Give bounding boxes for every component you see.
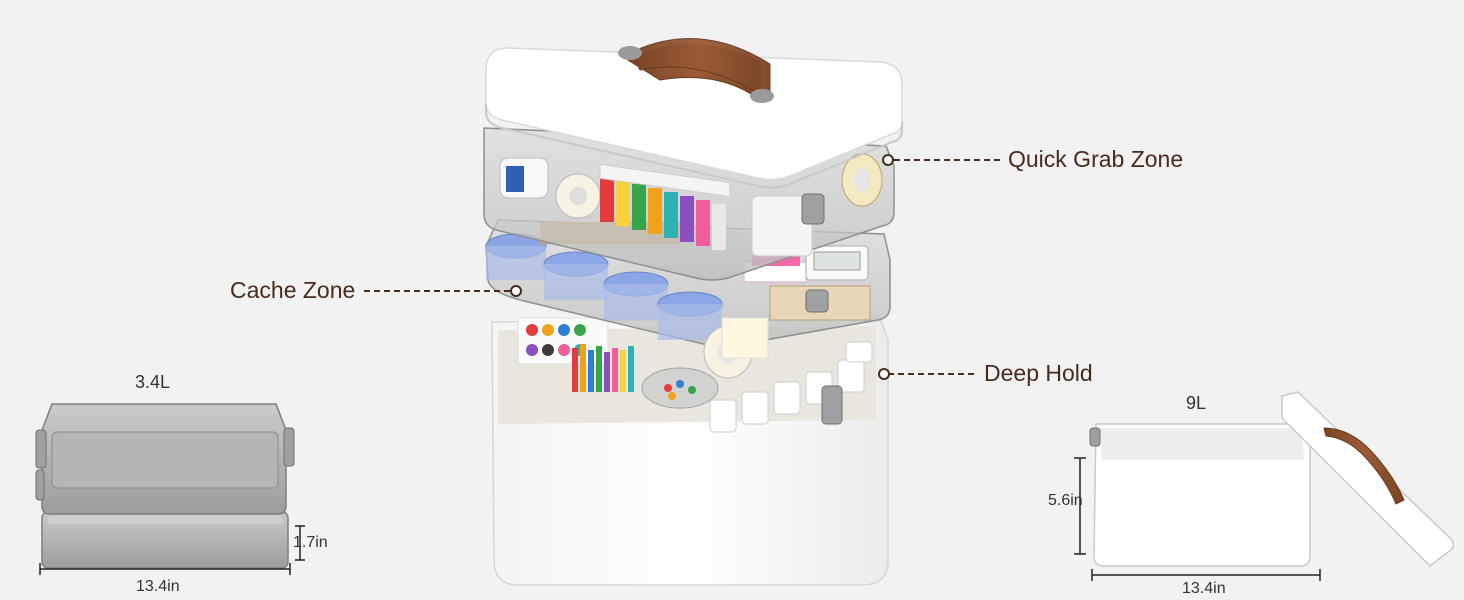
blue-jars <box>485 233 723 340</box>
cache-clip <box>805 289 829 313</box>
colored-pencils <box>572 344 634 392</box>
cache-zone-label: Cache Zone <box>230 277 356 303</box>
base-clip <box>821 385 843 425</box>
deep-hold-label: Deep Hold <box>984 360 1093 386</box>
right-bin-lid <box>1281 391 1455 567</box>
right-bin-clip <box>1089 427 1101 447</box>
main-organizer <box>483 38 903 586</box>
right-bin-handle <box>1323 427 1405 505</box>
right-clip <box>283 427 295 467</box>
left-capacity-label: 3.4L <box>135 372 171 392</box>
marker-case <box>751 195 813 257</box>
left-height-label: 1.7in <box>293 534 328 551</box>
paint-bottles <box>709 341 873 433</box>
left-dimension-lines <box>39 525 305 575</box>
left-clip <box>35 429 47 469</box>
right-width-label: 13.4in <box>1182 580 1226 597</box>
handle-rivet-left <box>618 46 642 60</box>
left-width-label: 13.4in <box>136 578 180 595</box>
right-dimension-lines <box>1074 457 1321 581</box>
top-clip <box>801 193 825 225</box>
markers <box>599 163 731 250</box>
deep-hold-callout-dot <box>878 368 890 380</box>
right-bin <box>1089 391 1455 567</box>
right-height-label: 5.6in <box>1048 492 1083 509</box>
quick-grab-zone-label: Quick Grab Zone <box>1008 146 1184 172</box>
right-capacity-label: 9L <box>1186 393 1207 413</box>
quick-grab-callout-dot <box>882 154 894 166</box>
callout-lines <box>364 159 1000 375</box>
cache-callout-dot <box>510 285 522 297</box>
left-tray-stack <box>35 403 295 569</box>
handle-rivet-right <box>750 89 774 103</box>
lid <box>485 47 903 181</box>
